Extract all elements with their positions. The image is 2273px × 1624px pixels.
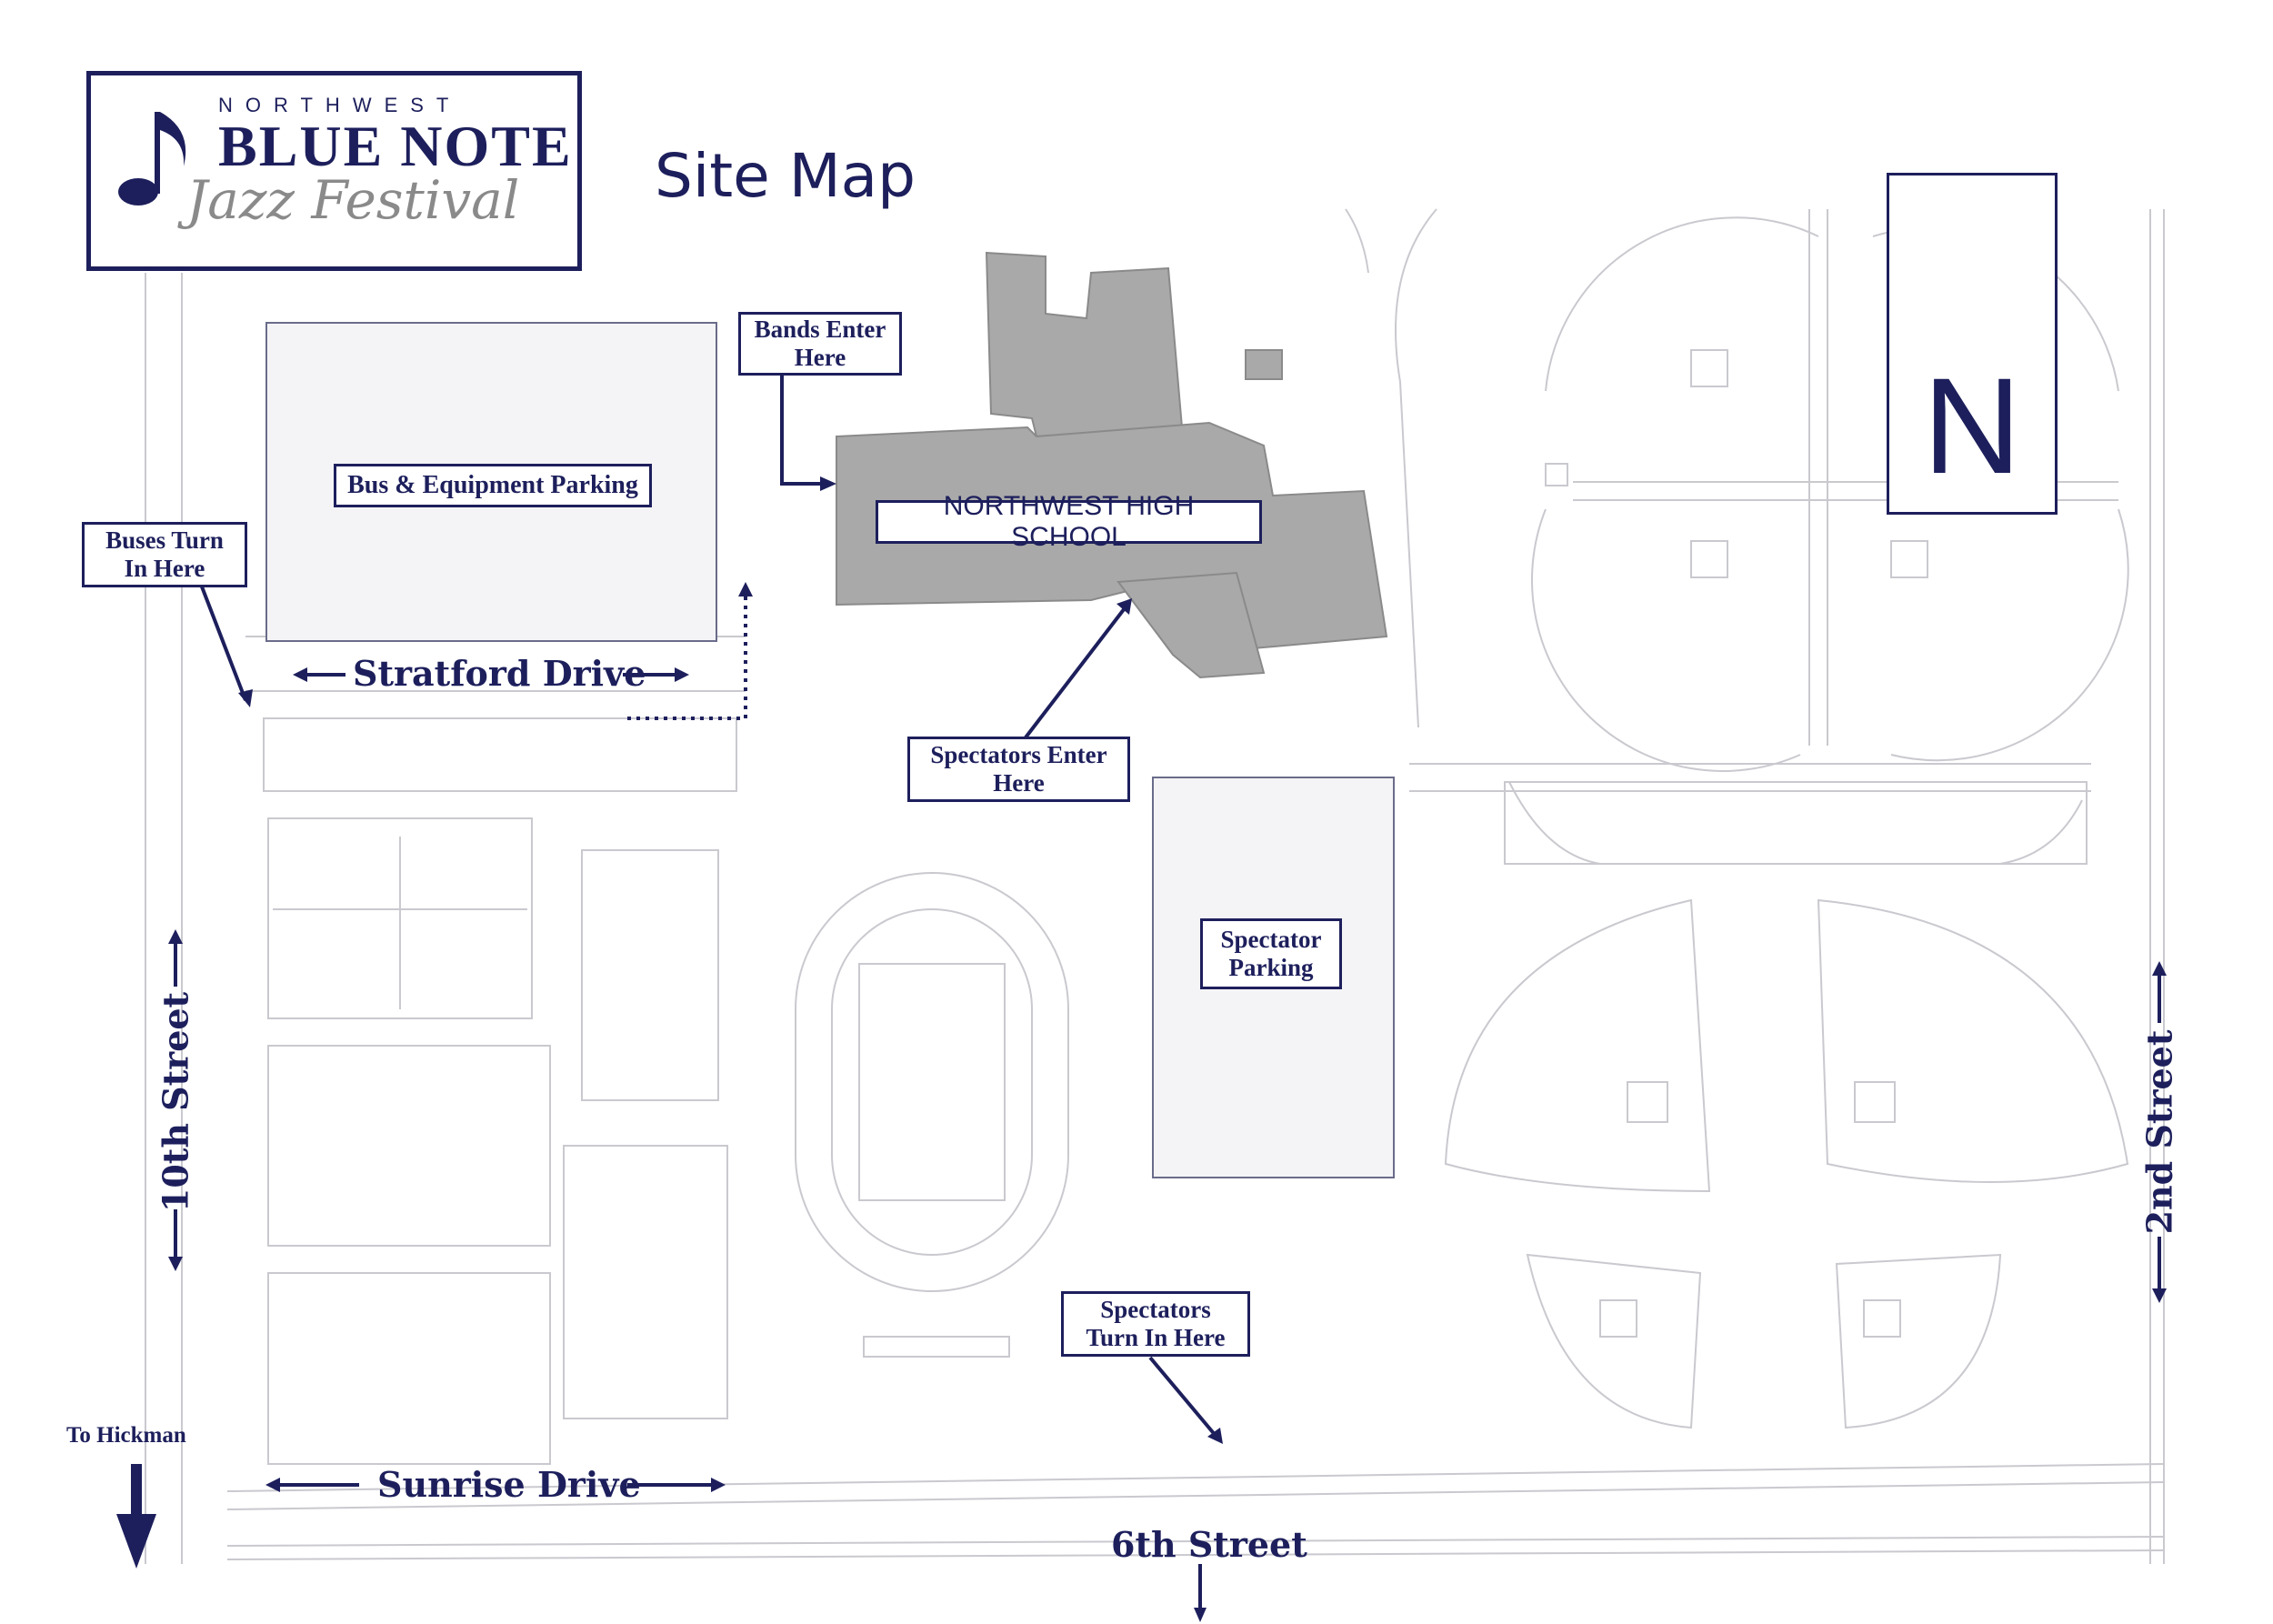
label-bands-enter-line1: Bands Enter: [754, 315, 886, 343]
label-spectators-enter-line1: Spectators Enter: [930, 740, 1107, 768]
label-bands-enter-line2: Here: [794, 344, 846, 371]
label-school: NORTHWEST HIGH SCHOOL: [876, 491, 1262, 552]
street-sunrise-drive: Sunrise Drive: [377, 1464, 641, 1505]
label-to-hickman: To Hickman: [66, 1423, 186, 1448]
music-note-icon: [118, 112, 186, 206]
label-spectators-enter-line2: Here: [993, 769, 1045, 797]
label-spectators-turn-line1: Spectators: [1100, 1295, 1211, 1323]
label-spectator-parking-line2: Parking: [1228, 954, 1314, 981]
label-bands-enter: Bands Enter Here: [738, 312, 902, 376]
page-title: Site Map: [655, 141, 916, 211]
north-letter: N: [1922, 349, 2022, 502]
label-spectators-turn-line2: Turn In Here: [1086, 1324, 1226, 1351]
label-spectator-parking: Spectator Parking: [1200, 918, 1342, 989]
logo-line-jazz-festival: Jazz Festival: [186, 169, 520, 231]
festival-logo: NORTHWEST BLUE NOTE Jazz Festival: [86, 71, 582, 271]
label-spectators-turn: Spectators Turn In Here: [1061, 1291, 1250, 1357]
label-buses-turn-line2: In Here: [124, 555, 205, 582]
label-buses-turn-line1: Buses Turn: [105, 526, 224, 554]
street-6th-street: 6th Street: [1111, 1524, 1307, 1565]
label-buses-turn: Buses Turn In Here: [82, 522, 247, 587]
label-spectator-parking-line1: Spectator: [1220, 925, 1322, 953]
north-compass: N: [1887, 173, 2058, 515]
logo-line-northwest: NORTHWEST: [218, 94, 462, 116]
street-2nd-street: 2nd Street: [2138, 1029, 2180, 1235]
street-10th-street: 10th Street: [155, 991, 196, 1213]
logo-line-blue-note: BLUE NOTE: [218, 114, 573, 178]
label-bus-parking: Bus & Equipment Parking: [334, 464, 652, 507]
street-stratford-drive: Stratford Drive: [353, 653, 646, 694]
label-spectators-enter: Spectators Enter Here: [907, 737, 1130, 802]
